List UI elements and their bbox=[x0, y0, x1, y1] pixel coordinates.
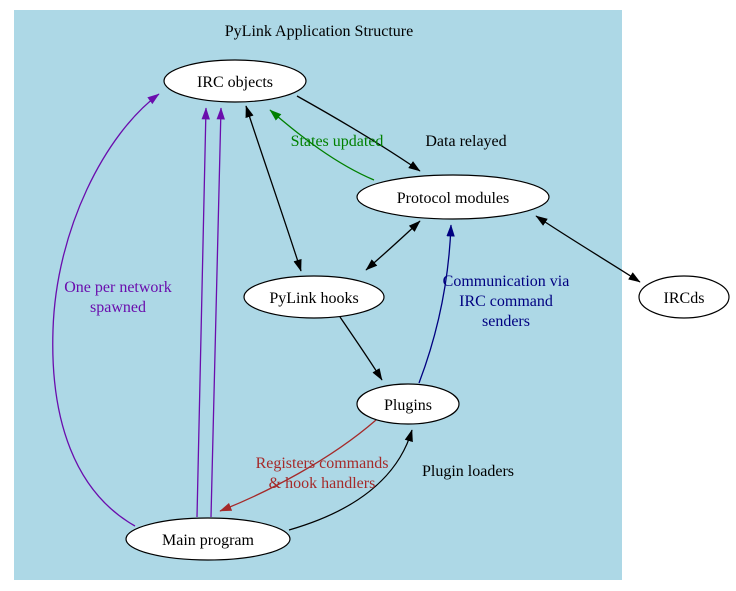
node-protocol-modules-label: Protocol modules bbox=[397, 190, 509, 207]
node-ircds-shape bbox=[638, 275, 730, 319]
node-main-program: Main program bbox=[125, 517, 291, 561]
node-irc-objects-shape bbox=[163, 59, 307, 103]
edge-label-registers-line1: Registers commands bbox=[256, 455, 389, 472]
edge-label-registers-line2: & hook handlers bbox=[269, 475, 376, 492]
edge-label-communication-line1: Communication via bbox=[443, 273, 570, 290]
node-main-program-label: Main program bbox=[162, 532, 255, 549]
node-pylink-hooks: PyLink hooks bbox=[243, 275, 385, 319]
edge-protocol-ircds bbox=[535, 215, 641, 283]
node-pylink-hooks-label: PyLink hooks bbox=[269, 290, 358, 307]
edge-irc-hooks bbox=[245, 105, 302, 272]
node-main-program-shape bbox=[125, 517, 291, 561]
edge-protocol-hooks bbox=[365, 220, 421, 271]
diagram-title: PyLink Application Structure bbox=[225, 23, 413, 40]
node-plugins-label: Plugins bbox=[384, 397, 432, 414]
edge-label-communication-line2: IRC command bbox=[459, 293, 553, 310]
edge-label-plugin-loaders: Plugin loaders bbox=[422, 463, 514, 480]
node-ircds: IRCds bbox=[638, 275, 730, 319]
edge-main-to-irc-2 bbox=[196, 107, 210, 518]
edge-hooks-to-plugins bbox=[339, 316, 383, 381]
node-plugins: Plugins bbox=[356, 383, 460, 425]
edge-label-communication-line3: senders bbox=[482, 313, 530, 330]
node-protocol-modules: Protocol modules bbox=[356, 174, 550, 220]
node-irc-objects-label: IRC objects bbox=[197, 74, 273, 91]
node-pylink-hooks-shape bbox=[243, 275, 385, 319]
edge-label-one-per-network-line2: spawned bbox=[90, 299, 146, 316]
node-protocol-modules-shape bbox=[356, 174, 550, 220]
edge-irc-to-protocol bbox=[296, 95, 421, 172]
edge-label-data-relayed: Data relayed bbox=[425, 133, 506, 150]
edge-main-to-plugins bbox=[288, 429, 413, 531]
node-plugins-shape bbox=[356, 383, 460, 425]
edge-label-states-updated: States updated bbox=[291, 133, 384, 150]
edge-plugins-to-main bbox=[219, 419, 377, 512]
edge-main-to-irc-curve bbox=[52, 93, 160, 527]
node-irc-objects: IRC objects bbox=[163, 59, 307, 103]
edge-plugins-to-protocol bbox=[418, 224, 455, 384]
edge-main-to-irc-3 bbox=[210, 107, 225, 518]
edge-label-one-per-network-line1: One per network bbox=[64, 279, 172, 296]
node-ircds-label: IRCds bbox=[664, 290, 705, 307]
